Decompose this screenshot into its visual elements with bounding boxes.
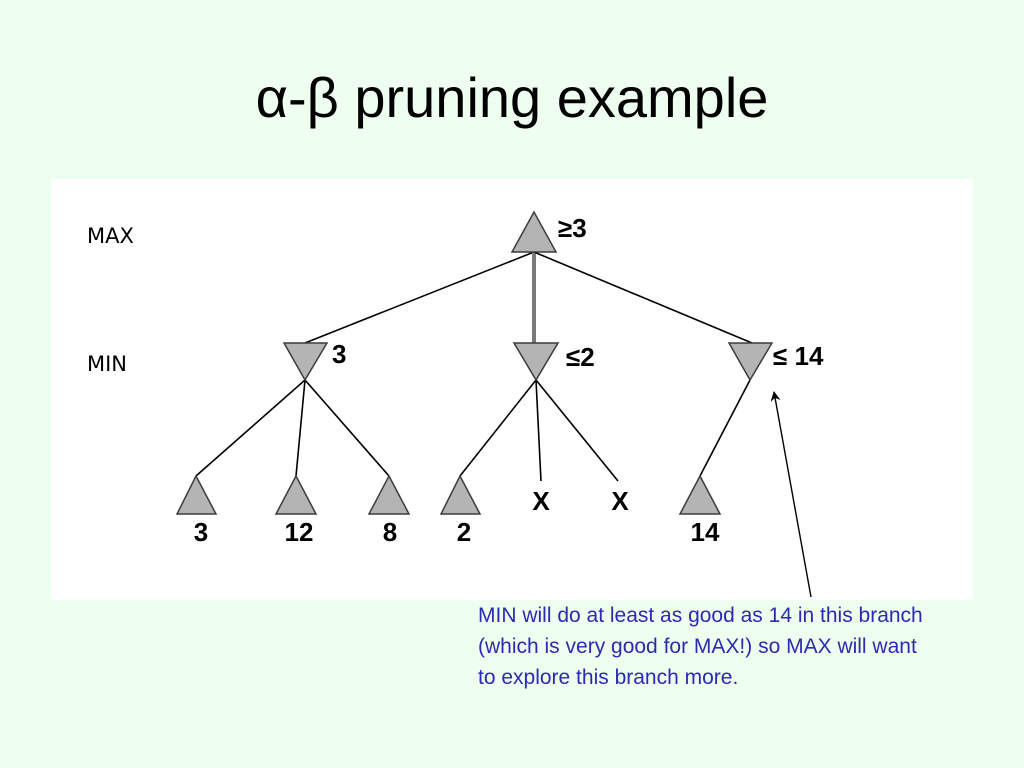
leaf-node-4-value: 2 (457, 517, 471, 547)
leaf-node-1-value: 3 (194, 517, 208, 547)
diagram-panel (51, 179, 973, 600)
annotation-arrow (770, 391, 812, 598)
caption-line-2: (which is very good for MAX!) so MAX wil… (478, 635, 917, 658)
leaf-node-3 (367, 474, 411, 515)
max-root-node (510, 210, 558, 253)
min-node-2 (512, 342, 560, 382)
edge-min2-leaf4 (459, 379, 537, 477)
edge-min1-leaf2 (295, 379, 306, 477)
caption-line-3: to explore this branch more. (478, 666, 739, 689)
edge-min2-pruned2 (535, 379, 619, 482)
level-label-min: MIN (87, 352, 127, 376)
edge-min3-leaf7 (699, 379, 751, 477)
min-node-2-value: ≤2 (566, 342, 595, 372)
leaf-node-2-value: 12 (285, 517, 314, 547)
edge-root-min1 (304, 251, 535, 344)
edge-min1-leaf1 (195, 379, 306, 477)
caption-line-1: MIN will do at least as good as 14 in th… (478, 604, 923, 627)
min-node-1-value: 3 (332, 339, 346, 369)
edge-min1-leaf3 (304, 379, 390, 477)
level-label-max: MAX (87, 224, 134, 248)
leaf-node-3-value: 8 (383, 517, 397, 547)
root-value-label: ≥3 (558, 213, 587, 243)
pruned-leaf-1: X (532, 486, 550, 516)
leaf-node-7 (678, 474, 722, 515)
min-node-3 (727, 342, 774, 382)
pruned-leaf-2: X (611, 486, 629, 516)
min-node-3-value: ≤ 14 (773, 341, 824, 371)
leaf-node-4 (439, 474, 482, 515)
min-node-1 (282, 342, 329, 382)
edge-min2-pruned1 (535, 379, 542, 482)
annotation-caption: MIN will do at least as good as 14 in th… (478, 600, 1024, 693)
leaf-node-1 (175, 474, 218, 515)
slide-title: α-β pruning example (255, 66, 769, 129)
edge-root-min3 (533, 251, 753, 344)
leaf-node-2 (274, 474, 318, 515)
leaf-node-7-value: 14 (691, 517, 720, 547)
